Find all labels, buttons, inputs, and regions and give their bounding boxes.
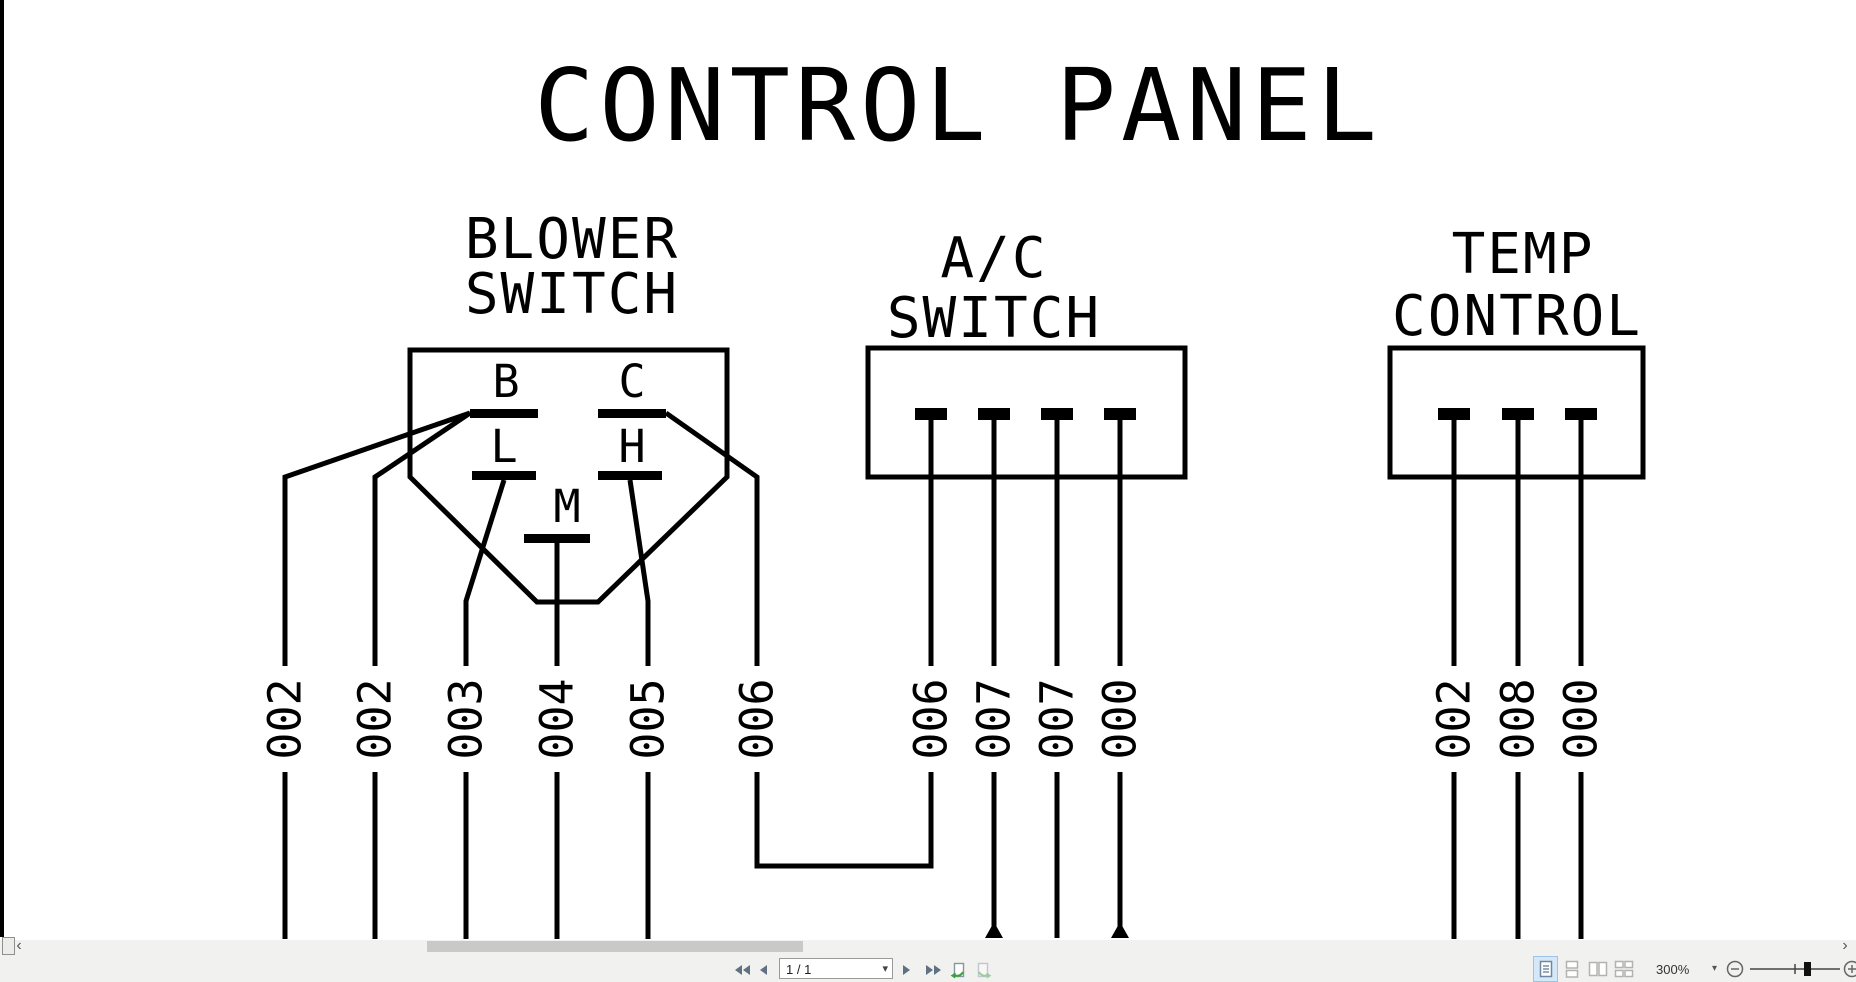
ac-terminal-1 [915, 408, 947, 420]
blower-name-line1: BLOWER [465, 207, 679, 272]
ac-switch-component: A/C SWITCH [865, 226, 1188, 480]
previous-page-button[interactable] [759, 963, 768, 981]
terminal-label-L: L [490, 420, 517, 473]
wire-label: 005 [622, 678, 675, 759]
wire-003-upper [463, 479, 507, 666]
horizontal-scrollbar-thumb[interactable] [427, 941, 803, 952]
wire-002a-upper [282, 410, 471, 666]
chevron-down-icon[interactable]: ▾ [882, 963, 888, 975]
terminal-label-C: C [618, 355, 645, 408]
temp-terminal-1 [1438, 408, 1470, 420]
wire-label: 000 [1555, 678, 1608, 759]
temp-terminal-2 [1502, 408, 1534, 420]
temp-terminal-3 [1565, 408, 1597, 420]
continuous-layout-button[interactable] [1559, 956, 1584, 982]
wire-005-upper [627, 479, 651, 666]
scroll-left-arrow[interactable]: ‹ [16, 937, 22, 954]
drawing-title: CONTROL PANEL [534, 47, 1382, 164]
wire-007a-arrowhead [985, 922, 1003, 938]
ac-name-line1: A/C [940, 226, 1047, 291]
chevron-down-icon[interactable]: ▾ [1712, 963, 1718, 974]
wire-label: 004 [531, 678, 584, 759]
wire-000a-arrowhead [1111, 922, 1129, 938]
temp-name-line2: CONTROL [1392, 284, 1642, 349]
next-page-button[interactable] [902, 963, 911, 981]
ac-terminal-3 [1041, 408, 1073, 420]
wire-label: 008 [1492, 678, 1545, 759]
temp-name-line1: TEMP [1452, 222, 1595, 287]
first-page-button[interactable] [733, 963, 751, 981]
terminal-label-M: M [553, 480, 580, 533]
terminal-bar-L [472, 471, 536, 480]
drawing-canvas: CONTROL PANEL BLOWER SWITCH B C L H M [0, 0, 1646, 939]
wire-label: 002 [259, 678, 312, 759]
wire-label: 006 [905, 678, 958, 759]
two-page-continuous-layout-button[interactable] [1611, 956, 1636, 982]
bottom-bar: ‹ › 1 / 1 ▾ [0, 937, 1856, 982]
scroll-right-arrow[interactable]: › [1842, 937, 1848, 954]
page-number-combobox[interactable]: 1 / 1 ▾ [779, 958, 893, 979]
page-number-value: 1 / 1 [786, 962, 812, 977]
blower-wires [282, 410, 934, 939]
ac-switch-outline [865, 345, 1188, 480]
terminal-label-H: H [618, 420, 645, 473]
wire-label: 000 [1094, 678, 1147, 759]
zoom-out-button[interactable] [1726, 960, 1744, 978]
single-page-layout-button[interactable] [1533, 956, 1558, 982]
wire-002b-upper [372, 410, 472, 666]
zoom-slider-control [1724, 958, 1856, 982]
temp-wires [1451, 420, 1584, 939]
zoom-slider-thumb[interactable] [1804, 962, 1811, 976]
page-border-line [0, 0, 4, 937]
terminal-bar-H [598, 471, 662, 480]
wire-label: 002 [349, 678, 402, 759]
wire-number-labels: 002 002 003 004 005 006 006 007 007 000 … [259, 678, 1608, 759]
terminal-bar-M [524, 534, 590, 543]
wiring-diagram: CONTROL PANEL BLOWER SWITCH B C L H M [0, 0, 1646, 939]
ac-terminal-4 [1104, 408, 1136, 420]
last-page-button[interactable] [925, 963, 943, 981]
wire-006-upper [664, 410, 760, 666]
wire-006-jumper [754, 772, 934, 869]
wire-label: 007 [968, 678, 1021, 759]
wire-label: 006 [731, 678, 784, 759]
wire-label: 007 [1031, 678, 1084, 759]
wire-label: 003 [440, 678, 493, 759]
blower-switch-outline [407, 347, 730, 605]
zoom-level-value[interactable]: 300% [1656, 962, 1690, 977]
ac-name-line2: SWITCH [887, 286, 1101, 351]
zoom-in-button[interactable] [1843, 960, 1856, 978]
previous-view-button[interactable] [949, 962, 966, 982]
terminal-bar-B [470, 409, 538, 418]
ac-terminal-2 [978, 408, 1010, 420]
ac-wires [928, 420, 1129, 938]
terminal-label-B: B [492, 355, 519, 408]
blower-switch-component: BLOWER SWITCH B C L H M [407, 207, 730, 605]
wire-label: 002 [1428, 678, 1481, 759]
blower-name-line2: SWITCH [465, 262, 679, 327]
two-page-layout-button[interactable] [1585, 956, 1610, 982]
temp-control-component: TEMP CONTROL [1387, 222, 1646, 480]
terminal-bar-C [598, 409, 666, 418]
next-view-button[interactable] [976, 962, 993, 982]
pane-toggle-button[interactable] [2, 937, 15, 955]
